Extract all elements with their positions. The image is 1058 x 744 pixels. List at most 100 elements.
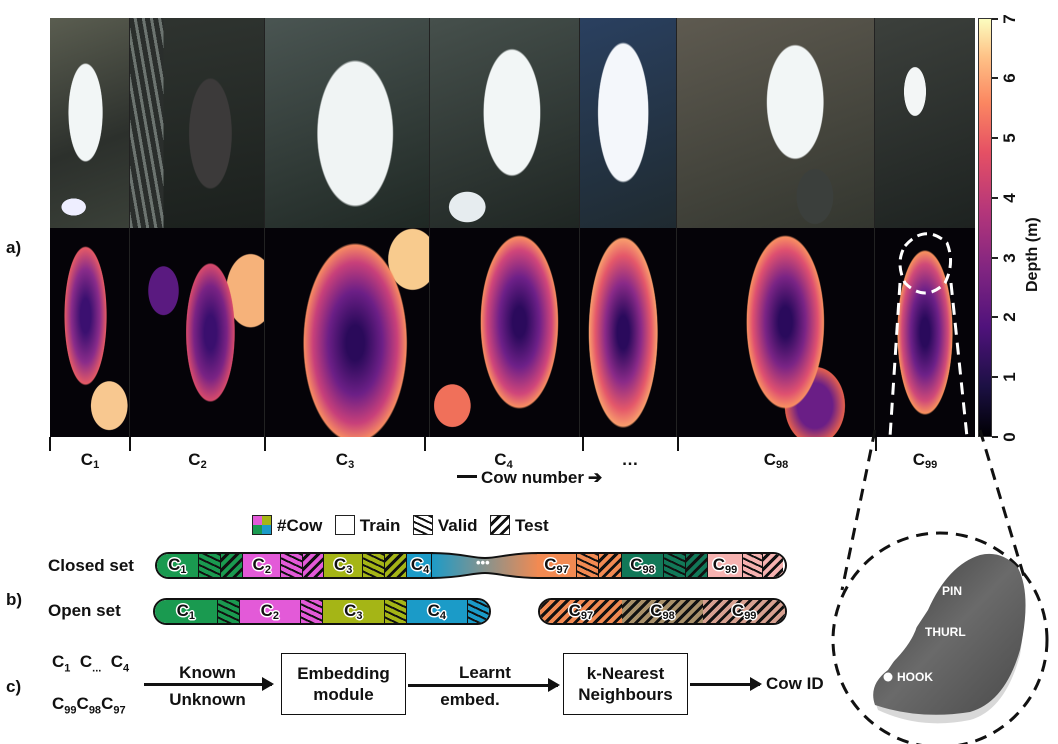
closed-set-bar-left: C1 C2 C3 C4: [155, 552, 433, 579]
depth-map-c98: [677, 228, 874, 437]
arrow2-label-embed: embed.: [440, 690, 500, 709]
colorbar-tick: [992, 376, 998, 378]
rgb-image-c99: [875, 18, 975, 228]
colorbar-tick-label: 6: [1000, 73, 1019, 83]
segment-c3-train: C3: [323, 554, 364, 577]
colorbar-tick-label: 1: [1000, 372, 1019, 382]
open-set-unknown-bar: C97 C98 C99: [538, 598, 787, 625]
segment-c2-train: C2: [243, 554, 282, 577]
colorbar-tick: [992, 316, 998, 318]
depth-map-c2: [130, 228, 264, 437]
hip-region-highlight: [888, 232, 969, 437]
pin-label: PIN: [942, 584, 962, 598]
cow-color-swatch-icon: [252, 515, 272, 535]
legend-train: Train: [334, 515, 400, 535]
image-strip: [50, 18, 975, 437]
known-cow-inputs: C1 C... C4: [52, 652, 130, 675]
open-segment-c1-train: C1: [155, 600, 218, 623]
segment-c1-train: C1: [157, 554, 199, 577]
segment-c2-test: [302, 554, 324, 577]
segment-c97-valid: [577, 554, 599, 577]
cow-column-c2: [130, 18, 265, 437]
column-tick: [424, 437, 426, 451]
depth-map-c99: [875, 228, 975, 437]
column-label-ellipsis: …: [621, 450, 639, 469]
colorbar-tick: [992, 77, 998, 79]
segment-c2-valid: [281, 554, 303, 577]
train-swatch-icon: [334, 515, 355, 535]
closed-set-label: Closed set: [48, 556, 134, 575]
test-hatch-icon: [490, 515, 511, 535]
column-tick: [264, 437, 266, 451]
segment-c1-valid: [198, 554, 221, 577]
arrow1-label-known: Known: [179, 663, 236, 682]
closed-set-bar-right: C97 C98 C99: [537, 552, 787, 579]
segment-c99-valid: [743, 554, 763, 577]
colorbar-tick: [992, 18, 998, 20]
segment-c97-train: C97: [537, 554, 577, 577]
open-segment-c3-valid: [384, 600, 407, 623]
unknown-cow-inputs: C99C98C97: [52, 694, 126, 717]
legend-valid: Valid: [412, 515, 478, 535]
cow-number-axis: Cow number➔: [457, 468, 602, 488]
hook-label: HOOK: [897, 670, 933, 684]
arrow-to-knn: [408, 678, 560, 692]
legend-cow: #Cow: [252, 515, 322, 535]
colorbar-tick: [992, 137, 998, 139]
segment-c1-test: [220, 554, 244, 577]
rgb-image-c98: [677, 18, 874, 228]
cow-column-c4: [430, 18, 580, 437]
split-legend: #Cow Train Valid Test: [252, 515, 557, 536]
segment-c99-train: C99: [708, 554, 743, 577]
depth-map-c4: [430, 228, 579, 437]
column-tick: [677, 437, 679, 451]
colorbar-tick-label: 7: [1000, 14, 1019, 24]
column-label-c1: C1: [80, 450, 100, 471]
segment-c3-valid: [363, 554, 386, 577]
colorbar-tick: [992, 436, 998, 438]
closed-set-ellipsis-connector: [431, 552, 539, 579]
cow-id-output: Cow ID: [766, 674, 824, 693]
open-set-known-bar: C1 C2 C3 C4: [153, 598, 491, 625]
arrow1-label-unknown: Unknown: [169, 690, 246, 709]
colorbar-tick-label: 4: [1000, 193, 1019, 203]
panel-a-label: a): [6, 238, 22, 257]
depth-map-c3: [265, 228, 429, 437]
segment-c98-test: [686, 554, 708, 577]
open-segment-c2-train: C2: [239, 600, 302, 623]
depth-colorbar: [978, 18, 992, 437]
axis-dash-icon: [457, 475, 477, 478]
open-set-label: Open set: [48, 601, 121, 620]
column-label-c99: C99: [912, 450, 938, 471]
arrow2-label-learnt: Learnt: [459, 663, 511, 682]
rgb-image-c2: [130, 18, 264, 228]
open-segment-c1-valid: [217, 600, 240, 623]
segment-c98-valid: [664, 554, 686, 577]
cow-column-ellipsis: [580, 18, 677, 437]
segment-c97-test: [599, 554, 622, 577]
right-arrow-icon: ➔: [587, 468, 603, 487]
legend-test: Test: [490, 515, 549, 535]
colorbar-label: Depth (m): [1024, 217, 1041, 292]
open-segment-c99-test: C99: [703, 600, 785, 623]
column-label-c2: C2: [188, 450, 207, 471]
hip-zoom-inset: PIN THURL HOOK: [831, 429, 1049, 744]
axis-label: Cow number: [481, 468, 584, 487]
arrow-to-cow-id: [690, 677, 762, 691]
colorbar-tick-label: 3: [1000, 253, 1019, 263]
pin-marker-icon: [928, 585, 938, 595]
cow-column-c1: [50, 18, 130, 437]
cow-column-c99: [875, 18, 975, 437]
segment-c99-test: [763, 554, 783, 577]
hook-marker-icon: [883, 672, 893, 682]
segment-c4-train: C4: [407, 554, 433, 577]
column-label-c4: C4: [494, 450, 513, 471]
rgb-image-c3: [265, 18, 429, 228]
colorbar-tick-label: 5: [1000, 133, 1019, 143]
open-segment-c98-test: C98: [621, 600, 704, 623]
rgb-image-c1: [50, 18, 129, 228]
arrow-to-embedding: [144, 677, 274, 691]
open-segment-c4-valid: [468, 600, 489, 623]
column-tick: [129, 437, 131, 451]
